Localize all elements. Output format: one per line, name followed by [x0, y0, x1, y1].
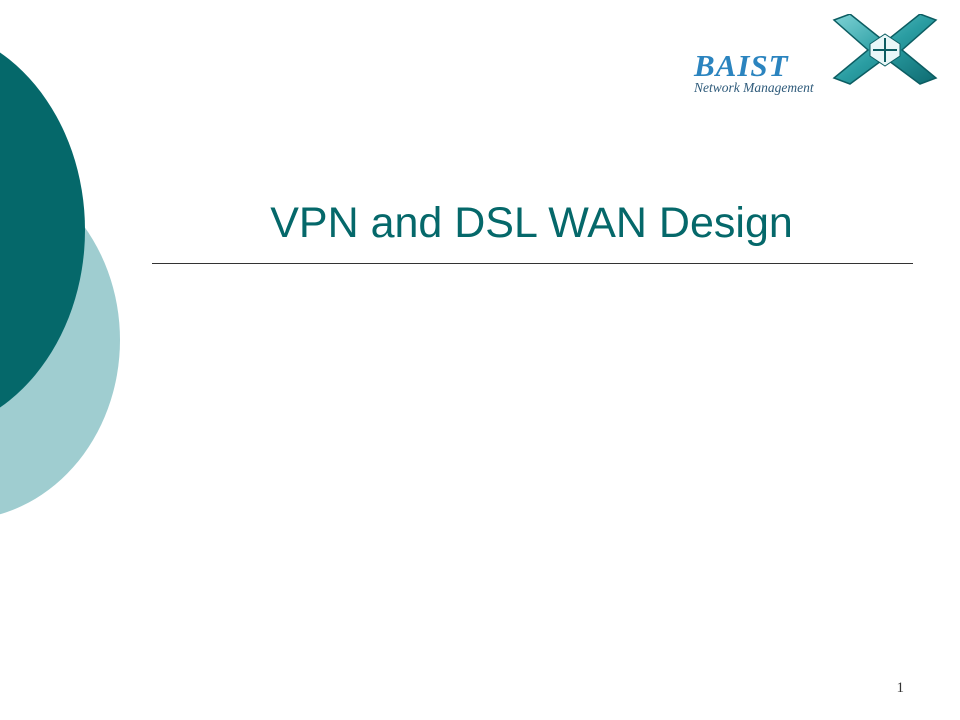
title-underline: [152, 263, 913, 264]
logo-wordmark: BAIST: [694, 48, 789, 83]
baist-logo: BAIST Network Management: [690, 14, 940, 100]
slide-title: VPN and DSL WAN Design: [270, 199, 793, 247]
logo-tagline: Network Management: [694, 80, 814, 95]
crossed-arrows-icon: [832, 14, 938, 85]
slide-number: 1: [896, 680, 905, 696]
